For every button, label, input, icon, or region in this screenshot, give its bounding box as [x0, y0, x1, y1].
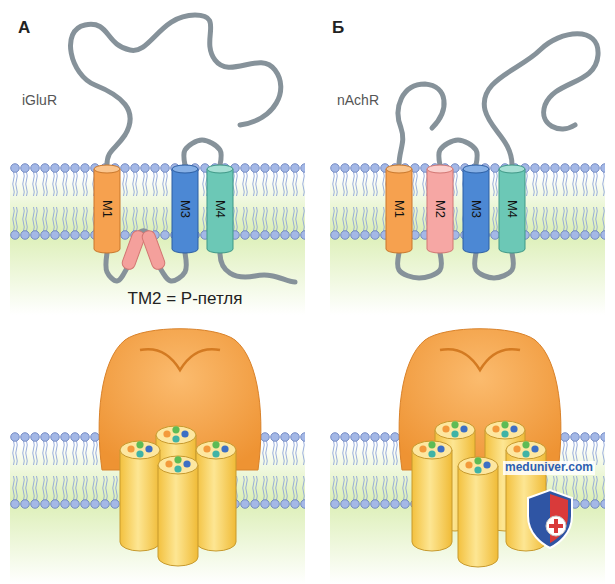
polypeptide-loop [398, 253, 441, 278]
helix-label: M1 [393, 200, 406, 218]
cylinder-shape [172, 169, 198, 253]
cylinder-shape [499, 165, 525, 173]
cylinder-shape [94, 165, 120, 173]
helix-cylinder: M3 [463, 165, 489, 253]
protein-chain [71, 15, 599, 282]
watermark-shield [549, 524, 563, 528]
helix-cylinder: M1 [386, 165, 412, 253]
panel-letter: А [18, 18, 30, 38]
receptor-pentamer [440, 349, 520, 370]
protein-chain [484, 34, 598, 165]
helix-label: M2 [434, 200, 447, 218]
helix-cylinder: M1 [94, 165, 120, 253]
cylinder-shape [463, 169, 489, 253]
helix-label: M4 [506, 200, 519, 218]
watermark-shield [528, 490, 572, 548]
panel-letter: Б [332, 18, 344, 38]
cylinder-shape [386, 169, 412, 253]
watermark-shield [528, 490, 572, 548]
cylinder-shape [172, 165, 198, 173]
receptor-name: iGluR [22, 92, 57, 108]
receptor-tetramer [120, 441, 160, 551]
protein-chain [71, 15, 281, 165]
receptor-tetramer [196, 441, 236, 551]
lipid-bilayer [10, 163, 305, 240]
p-loop-helices [141, 229, 167, 271]
p-loop-helices [141, 229, 167, 271]
helix-label: M1 [101, 200, 114, 218]
p-loop-note: ТМ2 = Р-петля [127, 289, 242, 309]
receptor-tetramer [140, 349, 220, 370]
receptor-tetramer [158, 456, 198, 566]
watermark: meduniver.com [503, 461, 595, 475]
helix-label: M3 [470, 200, 483, 218]
receptor-tetramer [99, 329, 261, 566]
receptor-pentamer [458, 457, 498, 567]
cylinder-shape [427, 165, 453, 173]
helix-cylinder: M3 [172, 165, 198, 253]
receptor-name: nAchR [337, 92, 379, 108]
receptor-pentamer [412, 441, 452, 551]
cylinder-shape [207, 169, 233, 253]
cylinder-shape [499, 169, 525, 253]
protein-chain [220, 253, 295, 282]
helix-cylinder: M2 [427, 165, 453, 253]
watermark-shield [546, 516, 566, 536]
polypeptide-loop [184, 140, 221, 165]
helix-label: M3 [179, 200, 192, 218]
helix-label: M4 [214, 200, 227, 218]
cylinder-shape [386, 165, 412, 173]
cylinder-shape [463, 165, 489, 173]
polypeptide-loop [475, 253, 513, 278]
helix-cylinder: M4 [499, 165, 525, 253]
polypeptide-loop [439, 140, 477, 165]
cylinder-shape [427, 169, 453, 253]
cylinder-shape [94, 169, 120, 253]
helix-cylinder: M4 [207, 165, 233, 253]
cylinder-shape [207, 165, 233, 173]
